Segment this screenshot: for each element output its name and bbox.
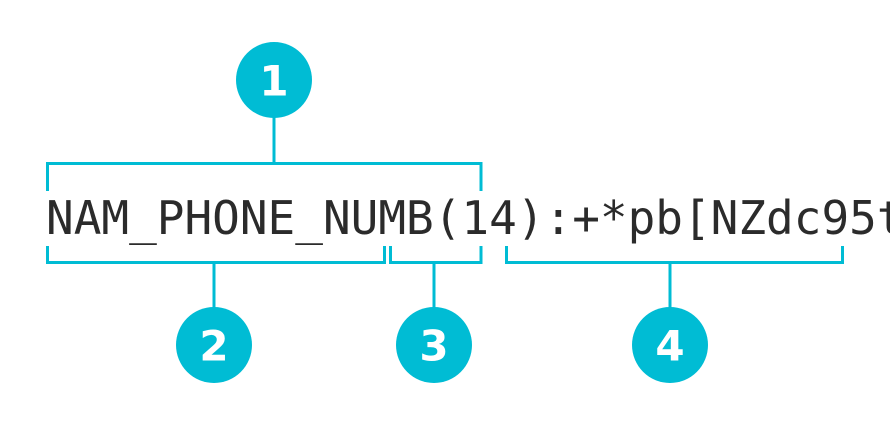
bracket-segment-1	[46, 162, 483, 191]
bracket-segment-2	[46, 246, 386, 264]
callout-badge-1[interactable]: 1	[236, 42, 312, 118]
callout-label-1: 1	[259, 57, 288, 106]
annotated-string-text: NAM_PHONE_NUMB(14):+*pb[NZdc95tLB	[46, 191, 890, 245]
callout-badge-2[interactable]: 2	[176, 307, 252, 383]
callout-circle-1	[236, 42, 312, 118]
callout-label-4: 4	[655, 322, 684, 371]
callout-circle-2	[176, 307, 252, 383]
callout-circle-4	[632, 307, 708, 383]
callout-badge-4[interactable]: 4	[632, 307, 708, 383]
callout-badge-3[interactable]: 3	[396, 307, 472, 383]
bracket-segment-4	[505, 246, 844, 264]
callout-label-3: 3	[419, 322, 448, 371]
bracket-segment-3	[389, 246, 483, 264]
callout-label-2: 2	[199, 322, 228, 371]
callout-circle-3	[396, 307, 472, 383]
